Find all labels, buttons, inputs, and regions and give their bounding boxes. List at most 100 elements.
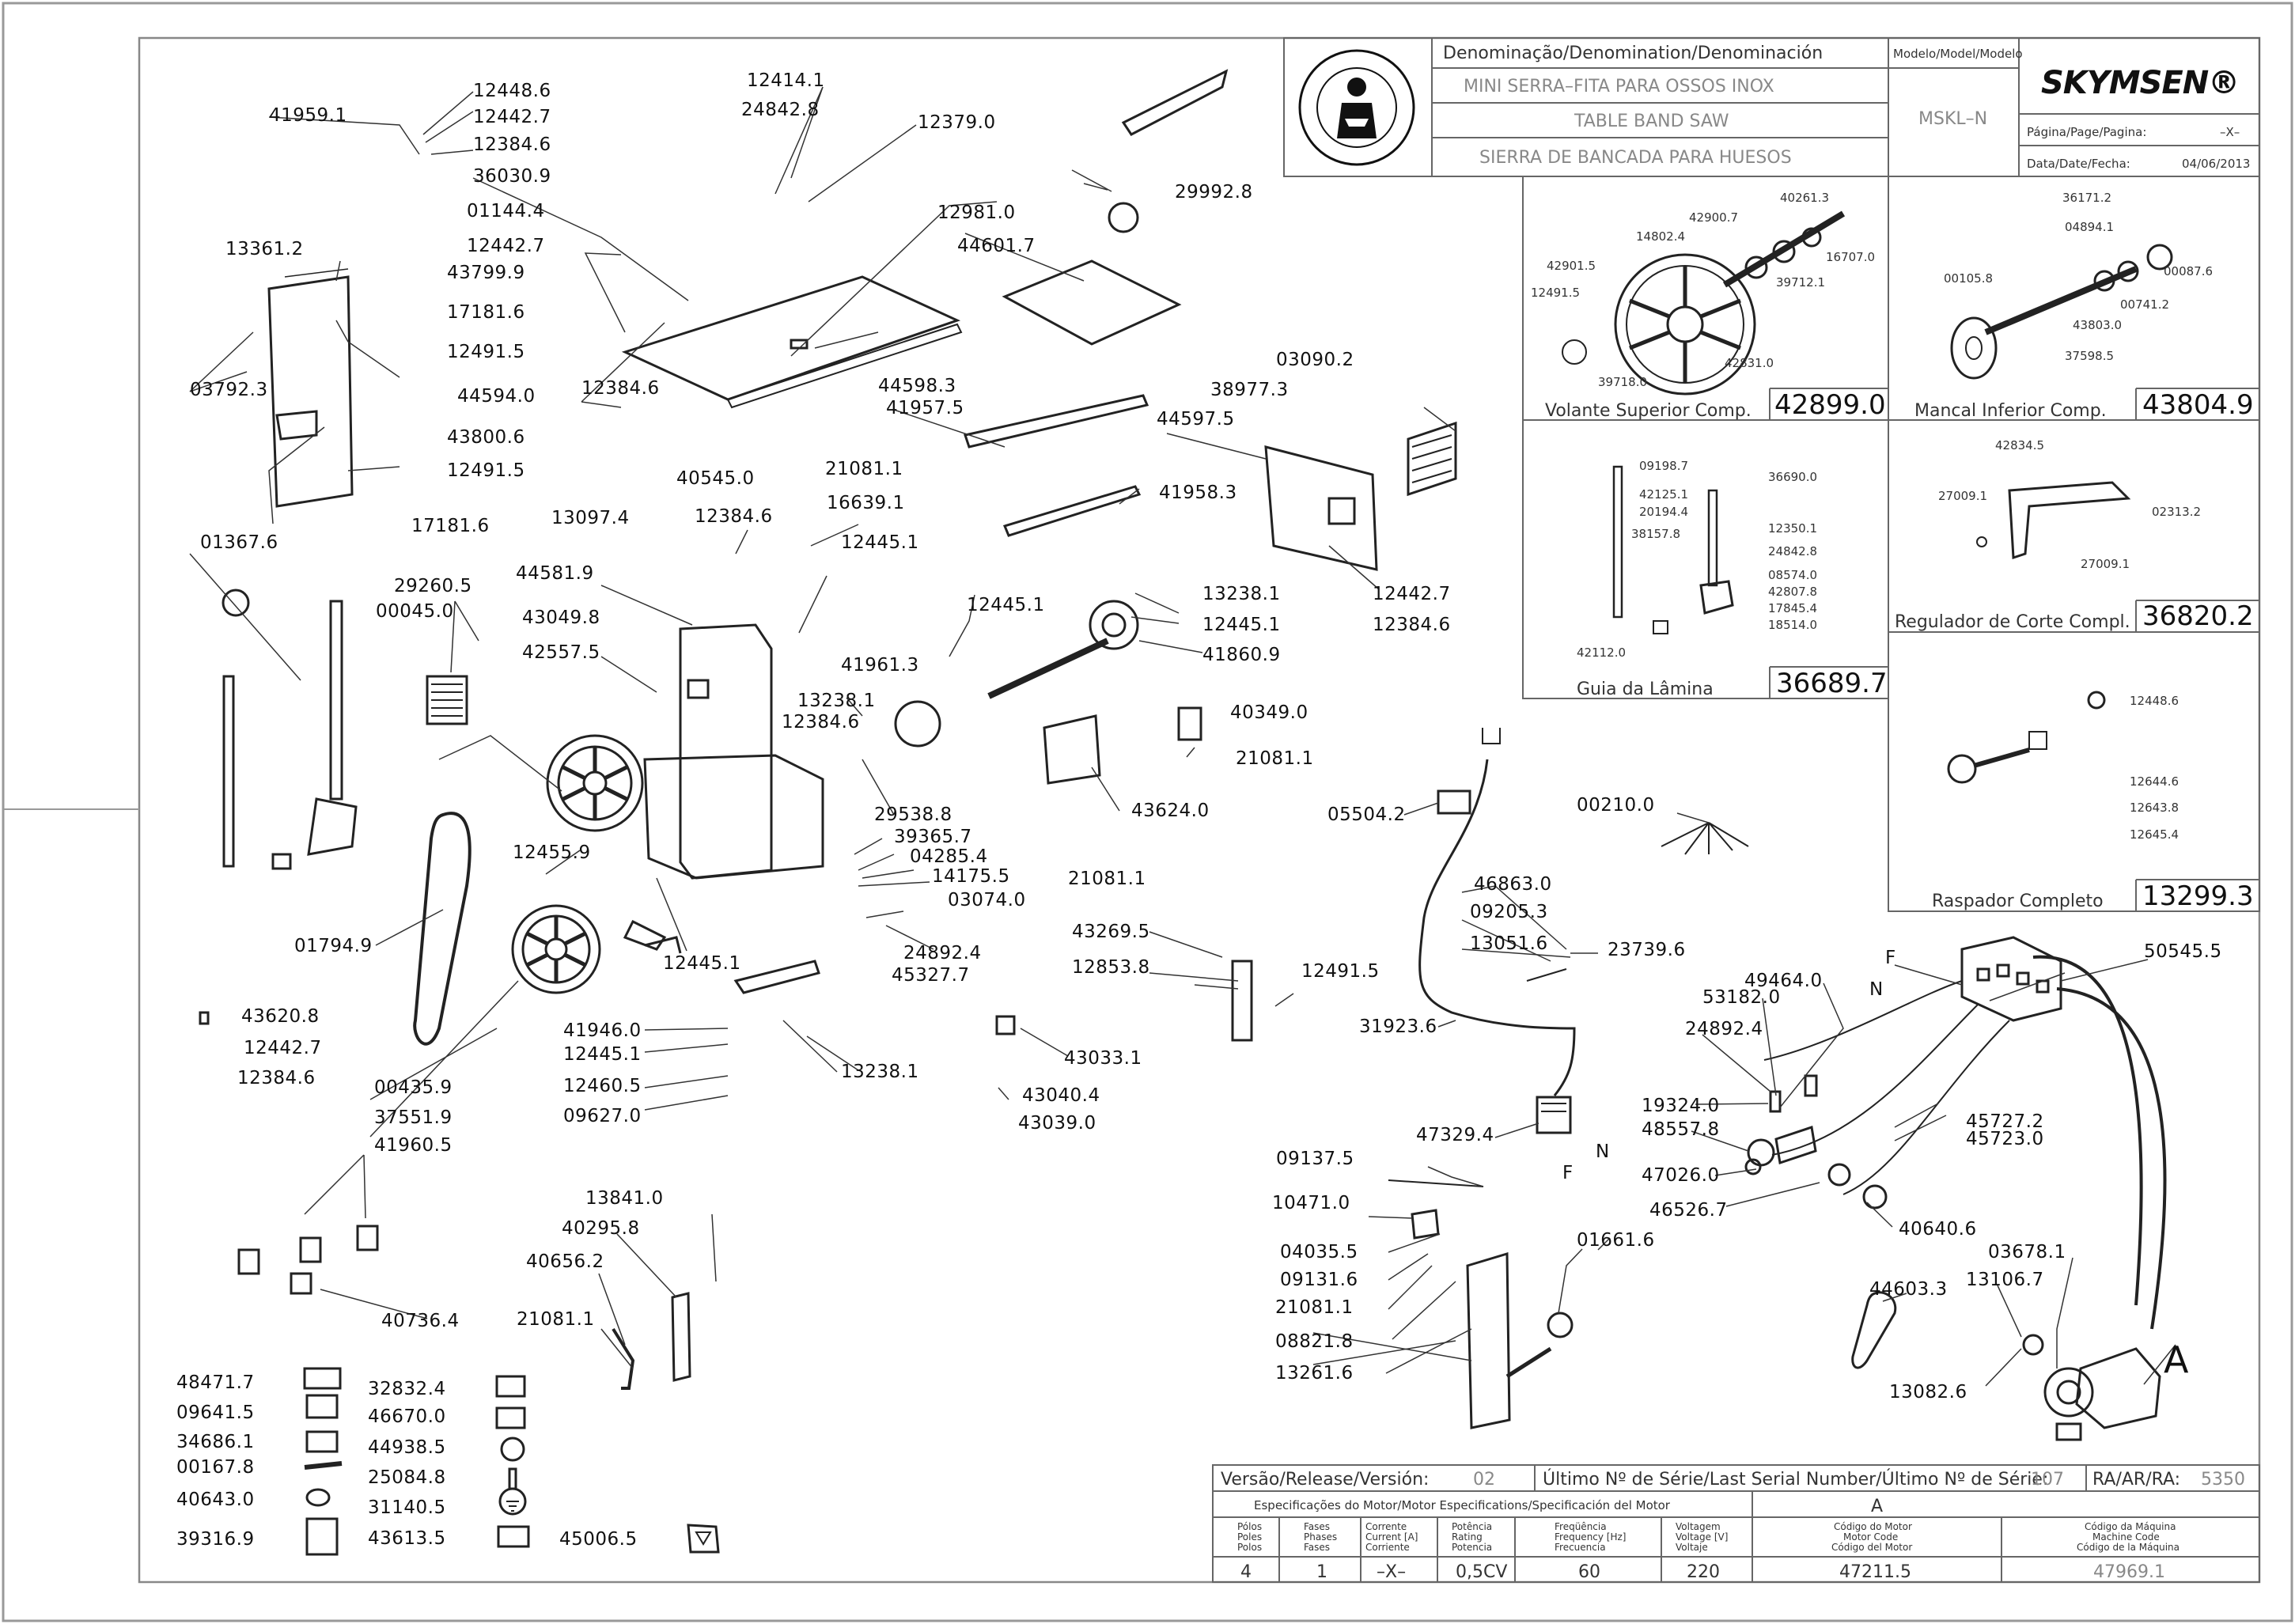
- decal-code: 34686.1: [176, 1432, 255, 1452]
- part-label: 01144.4: [467, 201, 545, 221]
- part-label: 00210.0: [1577, 795, 1655, 816]
- inset-grid: [1522, 176, 2260, 912]
- inset-part-label: 27009.1: [1938, 489, 1987, 503]
- part-label: 41946.0: [563, 1020, 642, 1041]
- part-label: 12384.6: [1373, 615, 1451, 635]
- part-label: 00045.0: [376, 601, 454, 622]
- decal-code: 09641.5: [176, 1403, 255, 1423]
- part-label: 47329.4: [1416, 1125, 1494, 1145]
- decal-code: 32832.4: [368, 1379, 446, 1399]
- part-label: 03074.0: [948, 890, 1026, 910]
- spec-value: 220: [1687, 1562, 1720, 1582]
- spec-header: Fases: [1304, 1521, 1330, 1532]
- inset-part-label: 09198.7: [1639, 459, 1688, 473]
- part-label: 49464.0: [1744, 971, 1823, 991]
- part-label: 13238.1: [841, 1062, 919, 1082]
- part-label: 13841.0: [585, 1188, 664, 1209]
- motor-letter-a: A: [2164, 1338, 2189, 1381]
- inset-part-label: 42807.8: [1768, 585, 1817, 599]
- inset-part-label: 42901.5: [1547, 259, 1596, 273]
- inset-code: 36820.2: [2142, 600, 2254, 632]
- part-label: 24842.8: [741, 100, 820, 120]
- title-block: [1283, 37, 2260, 177]
- inset-part-label: 20194.4: [1639, 505, 1688, 519]
- part-label: 01661.6: [1577, 1230, 1655, 1251]
- part-label: 24892.4: [903, 943, 982, 963]
- part-label: 43040.4: [1022, 1085, 1100, 1106]
- spec-header: Código de la Máquina: [2077, 1542, 2179, 1553]
- part-label: 21081.1: [1275, 1297, 1354, 1318]
- spec-value: 47211.5: [1839, 1562, 1911, 1582]
- part-label: 12448.6: [473, 81, 551, 101]
- inset-code: 36689.7: [1776, 668, 1888, 699]
- spec-value: 0,5CV: [1456, 1562, 1507, 1582]
- machine-name-en: TABLE BAND SAW: [1574, 112, 1729, 131]
- part-label: 43049.8: [522, 608, 600, 628]
- part-label: 53182.0: [1702, 987, 1781, 1008]
- inset-part-label: 40261.3: [1780, 191, 1829, 205]
- inset-part-label: 12448.6: [2130, 694, 2179, 708]
- inset-code: 13299.3: [2142, 880, 2254, 912]
- spec-header: Rating: [1452, 1531, 1483, 1543]
- part-label: 17181.6: [447, 302, 525, 323]
- brand-logo: SKYMSEN®: [2041, 65, 2239, 101]
- part-label: 29992.8: [1175, 182, 1253, 203]
- version-label: Versão/Release/Versión:: [1221, 1470, 1429, 1490]
- part-label: 46863.0: [1474, 874, 1552, 895]
- inset-part-label: 24842.8: [1768, 544, 1817, 558]
- part-label: 12491.5: [447, 460, 525, 481]
- part-label: 50545.5: [2144, 941, 2222, 962]
- spec-header: Pólos: [1237, 1521, 1262, 1532]
- part-label: 43269.5: [1072, 922, 1150, 942]
- inset-part-label: 12643.8: [2130, 801, 2179, 815]
- inset-title: Regulador de Corte Compl.: [1895, 612, 2130, 632]
- part-label: 36030.9: [473, 166, 551, 187]
- part-label: 45727.2: [1966, 1111, 2044, 1132]
- part-label: 03090.2: [1276, 350, 1354, 370]
- decal-code: 39316.9: [176, 1529, 255, 1550]
- wire-letter-f: F: [1885, 948, 1896, 968]
- inset-part-label: 00105.8: [1944, 271, 1993, 286]
- inset-part-label: 36171.2: [2062, 191, 2111, 205]
- spec-header: Polos: [1237, 1542, 1262, 1553]
- part-label: 43620.8: [241, 1006, 320, 1027]
- decal-code: 00167.8: [176, 1457, 255, 1478]
- inset-code: 43804.9: [2142, 389, 2254, 421]
- part-label: 40545.0: [676, 468, 755, 489]
- part-label: 43800.6: [447, 427, 525, 448]
- inset-title: Volante Superior Comp.: [1545, 401, 1752, 421]
- wire-letter-f: F: [1562, 1163, 1574, 1183]
- denomination-label: Denominação/Denomination/Denominación: [1443, 44, 1823, 63]
- part-label: 45327.7: [892, 965, 970, 986]
- inset-part-label: 38157.8: [1631, 527, 1680, 541]
- inset-part-label: 43803.0: [2073, 318, 2122, 332]
- decal-code: 44938.5: [368, 1437, 446, 1458]
- part-label: 40295.8: [562, 1218, 640, 1239]
- part-label: 00435.9: [374, 1077, 453, 1098]
- part-label: 03678.1: [1988, 1242, 2066, 1262]
- spec-header: Voltaje: [1676, 1542, 1708, 1553]
- part-label: 12384.6: [782, 712, 860, 733]
- part-label: 41959.1: [269, 105, 347, 126]
- serial-value: 107: [2031, 1470, 2064, 1490]
- spec-header: Potência: [1452, 1521, 1492, 1532]
- wire-letter-n: N: [1596, 1141, 1610, 1162]
- spec-header: Frequency [Hz]: [1555, 1531, 1627, 1543]
- spec-header: Current [A]: [1365, 1531, 1418, 1543]
- part-label: 46526.7: [1649, 1200, 1728, 1221]
- part-label: 16639.1: [827, 493, 905, 513]
- part-label: 19324.0: [1642, 1096, 1720, 1116]
- inset-part-label: 00741.2: [2120, 297, 2169, 312]
- leader-lines: [189, 86, 2176, 1387]
- part-labels: 41959.1 12448.6 12442.7 12384.6 36030.9 …: [190, 70, 2222, 1403]
- spec-header: Corriente: [1365, 1542, 1410, 1553]
- serial-label: Último Nº de Série/Last Serial Number/Úl…: [1543, 1469, 2048, 1490]
- part-label: 13051.6: [1470, 933, 1548, 954]
- part-label: 13361.2: [225, 239, 304, 259]
- part-label: 44603.3: [1869, 1279, 1948, 1300]
- inset-part-label: 12491.5: [1531, 286, 1580, 300]
- part-label: 44597.5: [1157, 409, 1235, 430]
- part-label: 40349.0: [1230, 702, 1308, 723]
